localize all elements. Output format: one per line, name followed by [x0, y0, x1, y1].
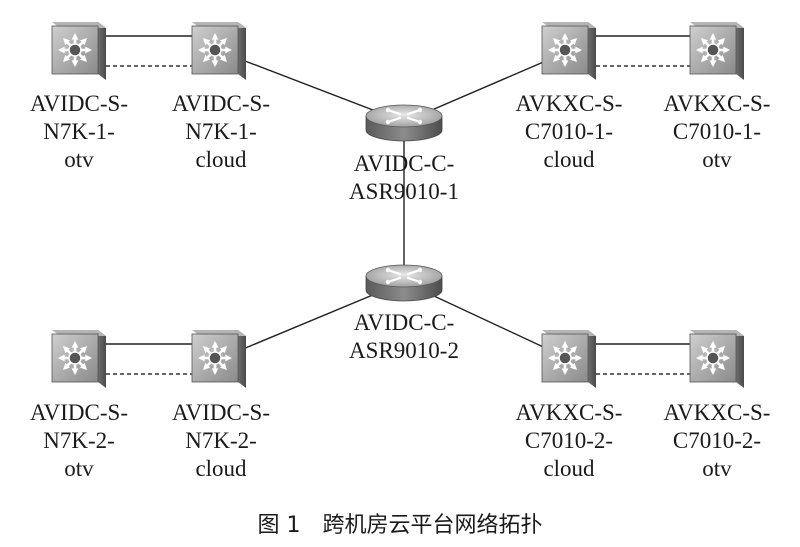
node-label-line: N7K-1- — [43, 119, 115, 144]
node-label-line: cloud — [543, 456, 595, 481]
node-label-line: cloud — [195, 147, 247, 172]
switch-icon — [191, 330, 246, 388]
node-label-line: otv — [702, 456, 732, 481]
node-label: AVIDC-S- N7K-1- otv — [30, 91, 128, 172]
node-label-line: N7K-2- — [185, 428, 257, 453]
node-label-line: N7K-1- — [185, 119, 257, 144]
node-label: AVKXC-S- C7010-2- cloud — [516, 400, 623, 481]
node-label-line: C7010-1- — [673, 119, 761, 144]
node-label-line: AVKXC-S- — [664, 400, 771, 425]
labels-layer: AVIDC-S-N7K-1-otvAVIDC-S-N7K-1-cloudAVKX… — [30, 91, 770, 481]
node-label-line: AVIDC-S- — [172, 91, 270, 116]
switch-icon — [689, 330, 744, 388]
node-label-line: ASR9010-1 — [349, 179, 459, 204]
node-label-line: ASR9010-2 — [349, 338, 459, 363]
figure-caption: 图 1 跨机房云平台网络拓扑 — [258, 513, 543, 538]
node-label: AVIDC-S- N7K-2- cloud — [172, 400, 270, 481]
node-label-line: AVIDC-S- — [30, 400, 128, 425]
node-label: AVIDC-S- N7K-1- cloud — [172, 91, 270, 172]
switch-icon — [689, 22, 744, 80]
node-label-line: otv — [702, 147, 732, 172]
node-label-line: N7K-2- — [43, 428, 115, 453]
node-label-line: AVKXC-S- — [664, 91, 771, 116]
node-label-line: otv — [64, 456, 94, 481]
switch-icon — [51, 330, 106, 388]
node-label: AVIDC-C- ASR9010-1 — [349, 151, 459, 204]
node-label-line: AVKXC-S- — [516, 91, 623, 116]
switch-icon — [541, 330, 596, 388]
router-icon — [365, 264, 443, 302]
node-label-line: C7010-2- — [673, 428, 761, 453]
node-label: AVKXC-S- C7010-2- otv — [664, 400, 771, 481]
node-label-line: otv — [64, 147, 94, 172]
router-icon — [365, 104, 443, 142]
node-label-line: cloud — [195, 456, 247, 481]
node-label: AVKXC-S- C7010-1- otv — [664, 91, 771, 172]
switch-icon — [541, 22, 596, 80]
node-label-line: AVIDC-C- — [354, 151, 455, 176]
node-label-line: cloud — [543, 147, 595, 172]
node-label-line: C7010-2- — [525, 428, 613, 453]
node-label-line: AVIDC-C- — [354, 310, 455, 335]
node-label-line: AVIDC-S- — [172, 400, 270, 425]
node-label-line: AVKXC-S- — [516, 400, 623, 425]
node-label-line: AVIDC-S- — [30, 91, 128, 116]
switch-icon — [191, 22, 246, 80]
nodes-layer — [51, 22, 744, 388]
node-label-line: C7010-1- — [525, 119, 613, 144]
node-label: AVIDC-S- N7K-2- otv — [30, 400, 128, 481]
node-label: AVIDC-C- ASR9010-2 — [349, 310, 459, 363]
switch-icon — [51, 22, 106, 80]
node-label: AVKXC-S- C7010-1- cloud — [516, 91, 623, 172]
